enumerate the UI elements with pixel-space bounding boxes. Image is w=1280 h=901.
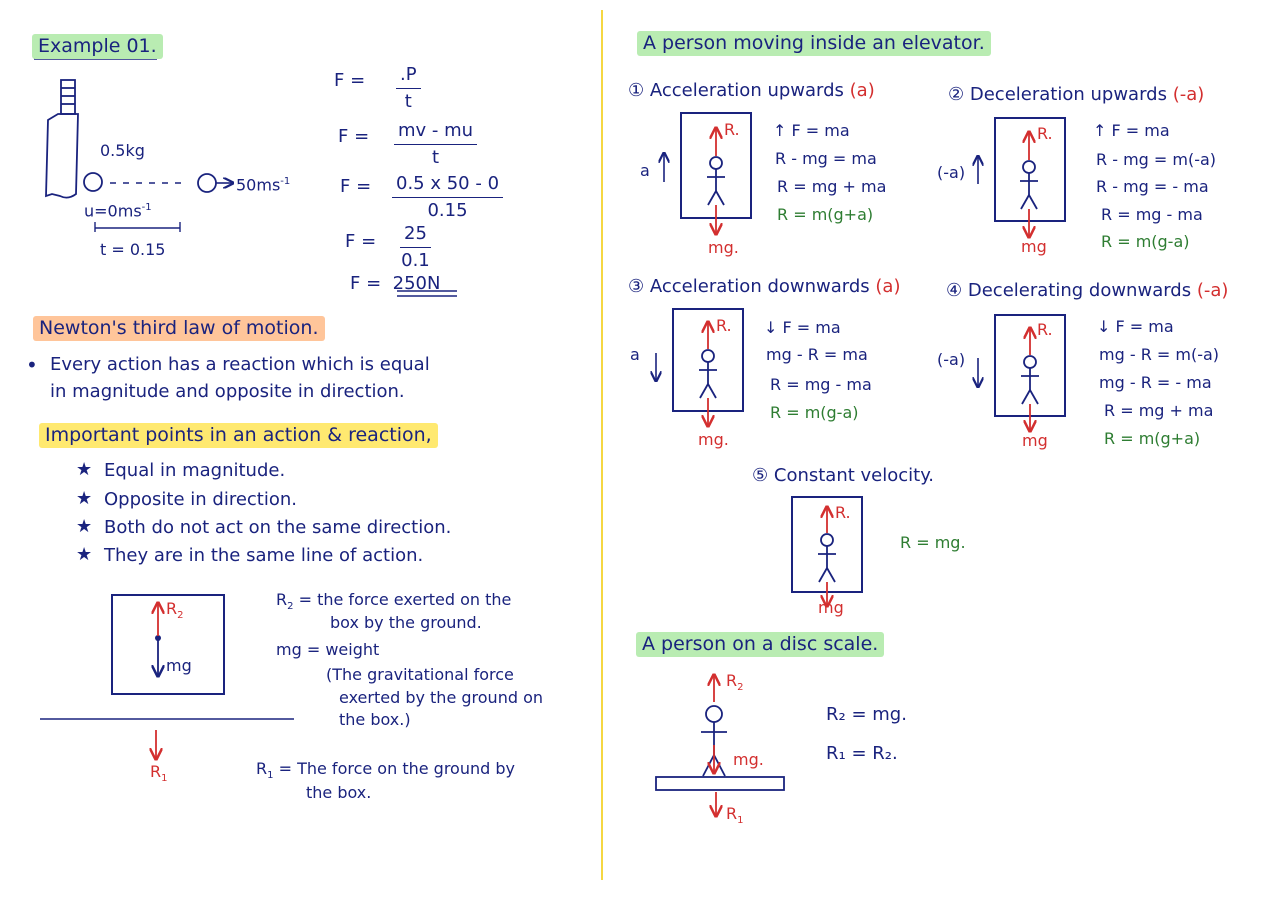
case-2-eq: R - mg = m(-a) <box>1096 150 1217 169</box>
force-result: F = 250N <box>350 273 441 294</box>
speed-label: 50ms-1 <box>236 175 291 195</box>
point-item: Both do not act on the same direction. <box>104 517 452 538</box>
star-icon: ★ <box>76 516 93 537</box>
ball-end-icon <box>197 173 217 193</box>
force-symbol: F = <box>340 176 372 197</box>
star-icon: ★ <box>76 488 93 509</box>
case-2-eq: ↑ F = ma <box>1093 121 1170 140</box>
elevator-2 <box>994 117 1066 222</box>
case-5-heading: ⑤ Constant velocity. <box>752 465 935 486</box>
r2-label: R2 <box>166 599 184 622</box>
case-4-eq: R = mg + ma <box>1104 401 1214 420</box>
case-5-reaction-label: R. <box>835 503 851 522</box>
disc-r2-label: R2 <box>726 671 744 694</box>
case-3-eq: mg - R = ma <box>766 345 868 364</box>
initial-velocity-label: u=0ms-1 <box>84 201 152 221</box>
important-points-title: Important points in an action & reaction… <box>39 423 438 448</box>
disc-scale-title: A person on a disc scale. <box>636 632 885 657</box>
force-symbol: F = <box>338 126 370 147</box>
box-diagram <box>111 594 225 695</box>
case-2-accel-label: (-a) <box>937 163 966 182</box>
mg-definition-cont: the box.) <box>339 710 411 729</box>
case-3-reaction-label: R. <box>716 316 732 335</box>
case-4-weight-label: mg <box>1022 431 1048 450</box>
case-1-weight-label: mg. <box>708 238 739 257</box>
case-3-eq: R = mg - ma <box>770 375 872 394</box>
case-1-eq: R - mg = ma <box>775 149 877 168</box>
elevator-title: A person moving inside an elevator. <box>637 31 991 56</box>
case-3-heading: ③ Acceleration downwards (a) <box>628 276 901 297</box>
point-item: Equal in magnitude. <box>104 460 286 481</box>
bullet-icon: • <box>26 353 38 377</box>
r2-definition-cont: box by the ground. <box>330 613 482 632</box>
disc-scale <box>655 776 785 791</box>
case-2-reaction-label: R. <box>1037 124 1053 143</box>
bottle-icon <box>45 79 79 199</box>
r1-definition: R1 = The force on the ground by <box>256 759 515 782</box>
disc-r1-label: R1 <box>726 804 744 827</box>
time-label: t = 0.15 <box>100 240 166 259</box>
case-5-result: R = mg. <box>900 533 966 552</box>
case-2-eq: R = mg - ma <box>1101 205 1203 224</box>
star-icon: ★ <box>76 459 93 480</box>
case-1-reaction-label: R. <box>724 120 740 139</box>
case-5-weight-label: mg <box>818 598 844 617</box>
weight-label: mg <box>166 656 192 675</box>
case-3-result: R = m(g-a) <box>770 403 859 422</box>
third-law-line-2: in magnitude and opposite in direction. <box>50 381 405 402</box>
case-1-heading: ① Acceleration upwards (a) <box>628 80 875 101</box>
case-3-accel-label: a <box>630 345 640 364</box>
case-4-result: R = m(g+a) <box>1104 429 1201 448</box>
disc-eq-2: R₁ = R₂. <box>826 743 898 764</box>
case-2-heading: ② Deceleration upwards (-a) <box>948 84 1205 105</box>
mg-definition-cont: (The gravitational force <box>326 665 514 684</box>
case-4-heading: ④ Decelerating downwards (-a) <box>946 280 1229 301</box>
disc-eq-1: R₂ = mg. <box>826 704 907 725</box>
point-item: They are in the same line of action. <box>104 545 424 566</box>
case-1-result: R = m(g+a) <box>777 205 874 224</box>
example-title: Example 01. <box>32 34 163 59</box>
ball-start-icon <box>83 172 103 192</box>
force-symbol: F = <box>345 231 377 252</box>
case-4-eq: mg - R = - ma <box>1099 373 1212 392</box>
case-1-accel-label: a <box>640 161 650 180</box>
case-1-eq: R = mg + ma <box>777 177 887 196</box>
elevator-1 <box>680 112 752 219</box>
case-2-result: R = m(g-a) <box>1101 232 1190 251</box>
r2-definition: R2 = the force exerted on the <box>276 590 512 613</box>
r1-definition-cont: the box. <box>306 783 372 802</box>
third-law-line-1: Every action has a reaction which is equ… <box>50 354 430 375</box>
star-icon: ★ <box>76 544 93 565</box>
case-2-weight-label: mg <box>1021 237 1047 256</box>
case-3-weight-label: mg. <box>698 430 729 449</box>
mg-definition-cont: exerted by the ground on <box>339 688 543 707</box>
case-4-eq: ↓ F = ma <box>1097 317 1174 336</box>
mg-definition: mg = weight <box>276 640 380 659</box>
force-symbol: F = <box>334 70 366 91</box>
disc-weight-label: mg. <box>733 750 764 769</box>
point-item: Opposite in direction. <box>104 489 297 510</box>
case-4-reaction-label: R. <box>1037 320 1053 339</box>
case-4-accel-label: (-a) <box>937 350 966 369</box>
third-law-title: Newton's third law of motion. <box>33 316 325 341</box>
case-4-eq: mg - R = m(-a) <box>1099 345 1220 364</box>
mass-label: 0.5kg <box>100 141 145 160</box>
r1-label: R1 <box>150 762 168 785</box>
case-3-eq: ↓ F = ma <box>764 318 841 337</box>
case-1-eq: ↑ F = ma <box>773 121 850 140</box>
case-2-eq: R - mg = - ma <box>1096 177 1209 196</box>
